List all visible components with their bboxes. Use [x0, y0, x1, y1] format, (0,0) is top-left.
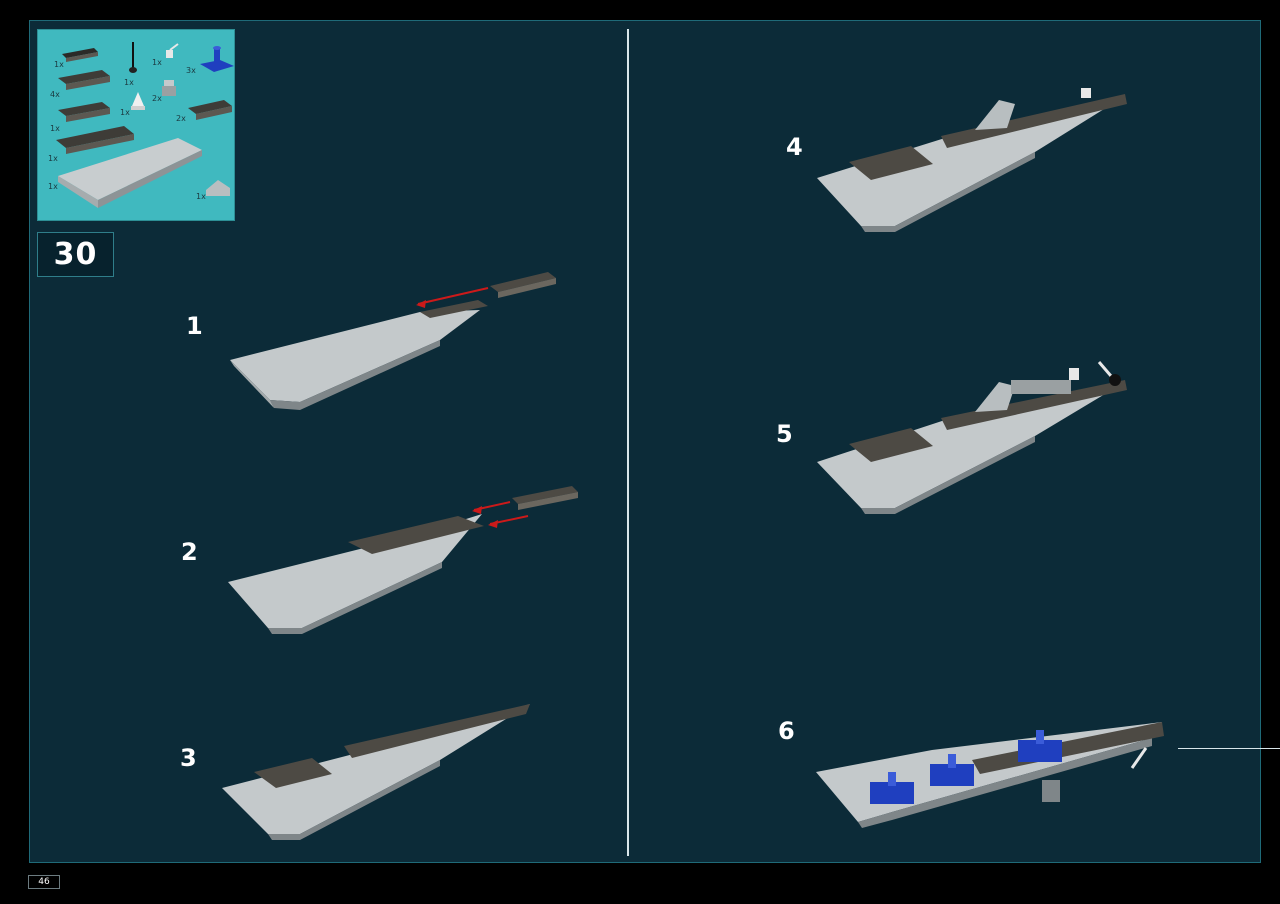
qty-label: 1x	[48, 154, 58, 163]
substep-number: 3	[180, 744, 197, 772]
part-dark-plate-3	[188, 100, 232, 120]
qty-label: 1x	[120, 108, 130, 117]
step-number: 30	[37, 232, 114, 277]
qty-label: 1x	[196, 192, 206, 201]
qty-label: 1x	[48, 182, 58, 191]
callout-line	[1178, 748, 1280, 749]
part-slope	[206, 180, 230, 196]
part-dark-plate-1	[58, 70, 110, 90]
parts-illustration	[56, 42, 234, 208]
qty-label: 1x	[124, 78, 134, 87]
parts-list-panel: 1x 1x 1x 3x 4x 1x 2x 1x 2x 1x 1x 1x	[37, 29, 235, 221]
substep-number: 6	[778, 717, 795, 745]
part-wedge-plate	[58, 138, 202, 208]
qty-label: 2x	[152, 94, 162, 103]
substep-number: 4	[786, 133, 803, 161]
qty-label: 1x	[152, 58, 162, 67]
part-dark-tile	[62, 48, 98, 62]
part-white-cone	[131, 92, 145, 110]
build-illustration-4	[817, 88, 1127, 232]
substep-number: 5	[776, 420, 793, 448]
page-number: 46	[28, 875, 60, 889]
column-divider	[627, 29, 629, 856]
qty-label: 1x	[54, 60, 64, 69]
build-illustration-1	[230, 272, 556, 410]
part-dark-plate-2	[58, 102, 110, 122]
part-antenna	[129, 42, 137, 73]
substep-number: 2	[181, 538, 198, 566]
part-bracket	[162, 80, 176, 96]
build-illustration-3	[222, 704, 530, 840]
build-illustration-6	[816, 722, 1164, 828]
build-illustration-5	[817, 361, 1127, 514]
qty-label: 4x	[50, 90, 60, 99]
part-blue-plate	[200, 46, 234, 72]
qty-label: 3x	[186, 66, 196, 75]
qty-label: 1x	[50, 124, 60, 133]
qty-label: 2x	[176, 114, 186, 123]
build-illustration-2	[228, 486, 578, 634]
substep-number: 1	[186, 312, 203, 340]
part-lever	[166, 43, 179, 58]
part-dark-plate-4	[56, 126, 134, 154]
